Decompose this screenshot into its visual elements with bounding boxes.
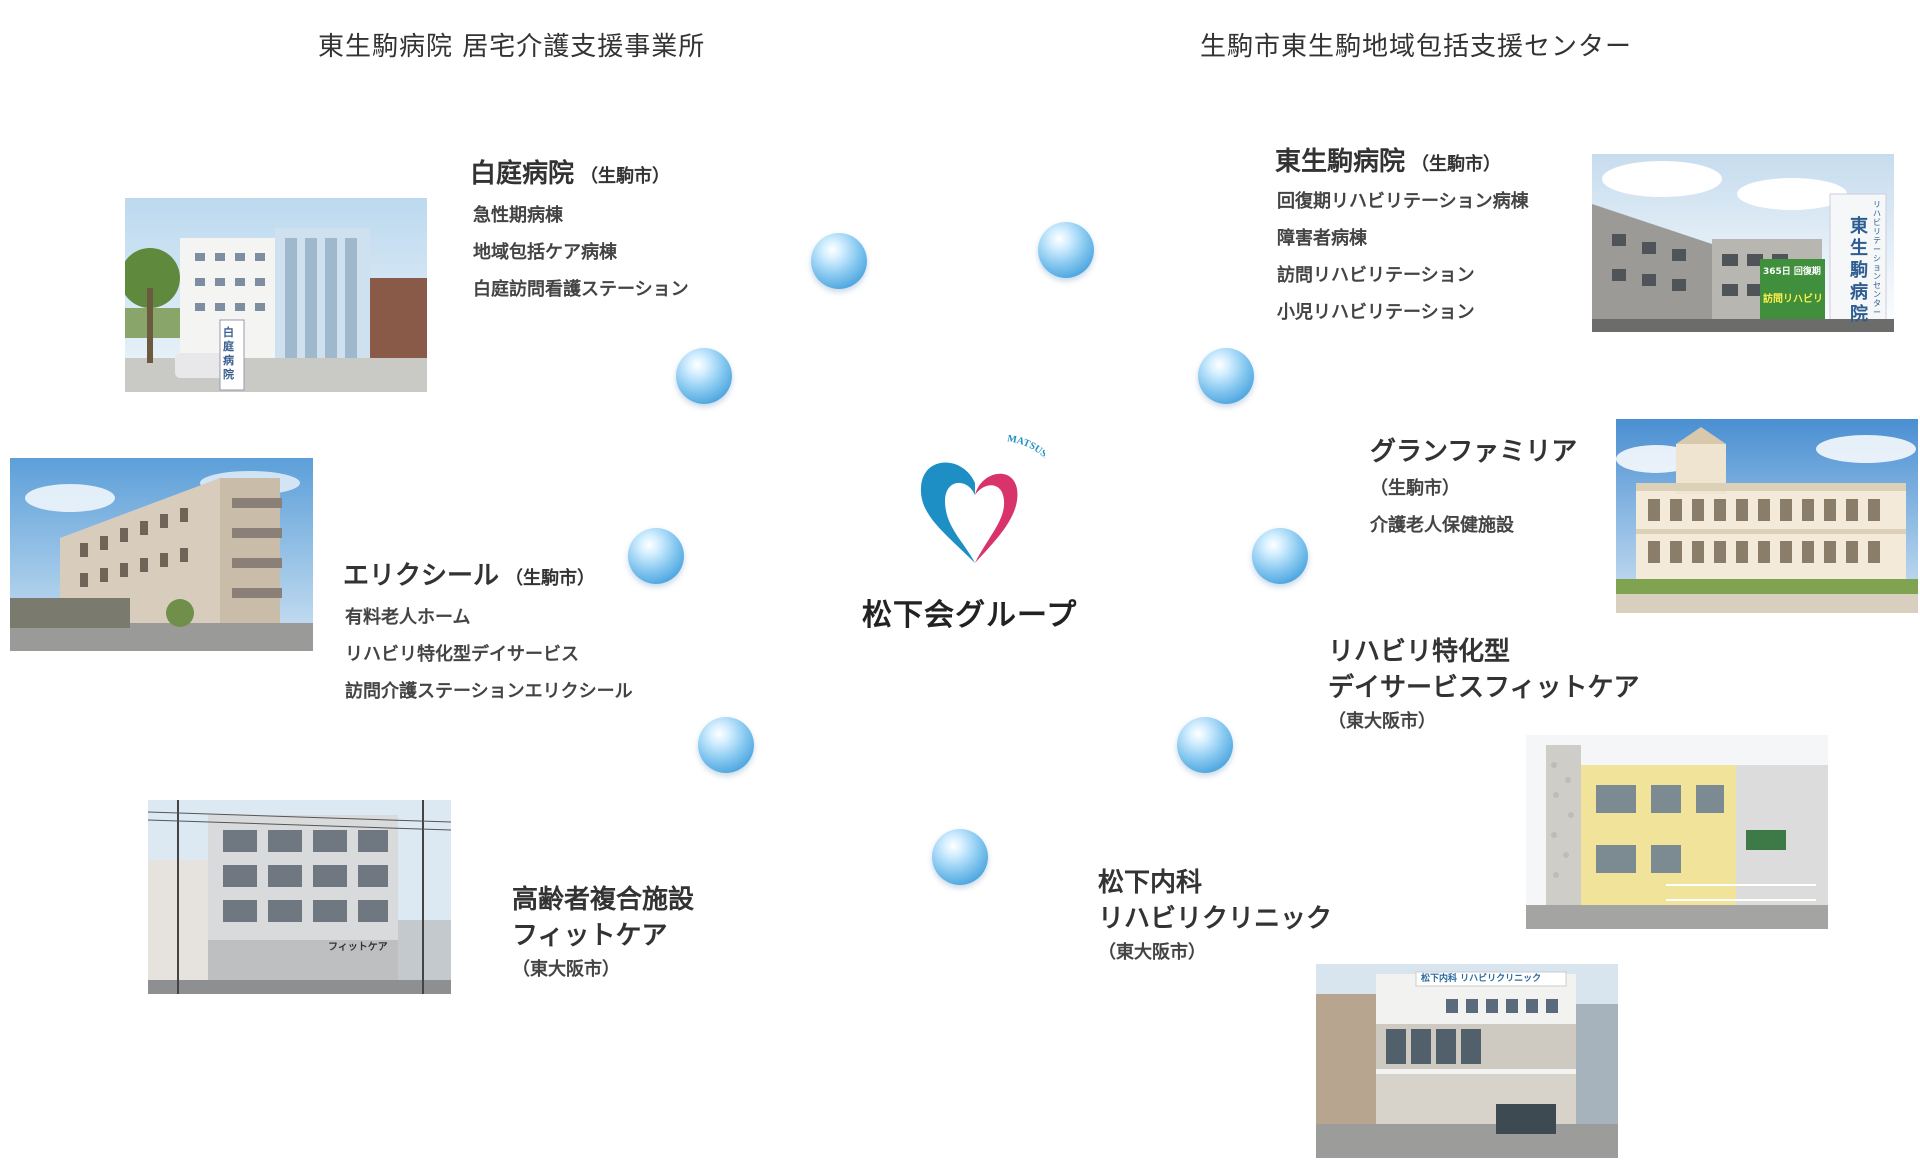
fitcare-sign: フィットケア <box>328 942 388 953</box>
ericseal-photo <box>10 458 313 651</box>
shiraniwa-title: 白庭病院（生駒市） <box>470 156 670 195</box>
bubble-decoration <box>1038 222 1094 278</box>
higashi-ikoma-area: （生駒市） <box>1411 154 1502 175</box>
gran-familia-name: グランファミリア <box>1370 437 1578 467</box>
clinic-sign: 松下内科 リハビリクリニック <box>1421 974 1542 984</box>
gran-familia-line: 介護老人保健施設 <box>1370 515 1514 536</box>
banner-rehab: 訪問リハビリ <box>1763 294 1823 305</box>
rehab-day-area: （東大阪市） <box>1328 711 1436 732</box>
ericseal-area: （生駒市） <box>505 568 596 589</box>
bubble-decoration <box>1177 717 1233 773</box>
bubble-decoration <box>811 233 867 289</box>
matsushitakai-logo: MATSUSHITAKAI <box>905 433 1072 575</box>
gran-familia-text: グランファミリア （生駒市） 介護老人保健施設 <box>1370 434 1577 544</box>
higashi-ikoma-small-sign: リハビリテーションセンター <box>1873 200 1881 317</box>
koureisha-area: （東大阪市） <box>512 959 620 980</box>
bubble-decoration <box>1198 348 1254 404</box>
header-left: 東生駒病院 居宅介護支援事業所 <box>318 32 706 62</box>
ericseal-service: 訪問介護ステーションエリクシール <box>345 681 633 702</box>
rehab-day-name: リハビリ特化型 <box>1328 637 1511 667</box>
ericseal-service: リハビリ特化型デイサービス <box>345 644 579 665</box>
koureisha-name: 高齢者複合施設 <box>512 885 695 915</box>
koureisha-name: フィットケア <box>512 921 668 951</box>
rehab-day-name: デイサービスフィットケア <box>1328 673 1640 703</box>
shiraniwa-service: 白庭訪問看護ステーション <box>473 279 689 300</box>
higashi-ikoma-service: 訪問リハビリテーション <box>1277 265 1475 286</box>
gran-familia-line: （生駒市） <box>1370 478 1460 499</box>
bubble-decoration <box>676 348 732 404</box>
shiraniwa-service: 急性期病棟 <box>473 205 563 226</box>
higashi-ikoma-service: 回復期リハビリテーション病棟 <box>1277 191 1529 212</box>
shiraniwa-name: 白庭病院 <box>470 159 575 189</box>
koureisha-text: 高齢者複合施設 フィットケア （東大阪市） <box>512 882 694 986</box>
ericseal-name: エリクシール <box>343 561 500 591</box>
bubble-decoration <box>932 829 988 885</box>
rehab-day-photo <box>1526 735 1828 929</box>
bubble-decoration <box>698 717 754 773</box>
higashi-ikoma-services: 回復期リハビリテーション病棟 障害者病棟 訪問リハビリテーション 小児リハビリテ… <box>1277 183 1529 331</box>
ericseal-services: 有料老人ホーム リハビリ特化型デイサービス 訪問介護ステーションエリクシール <box>345 599 633 710</box>
matsushita-clinic-area: （東大阪市） <box>1098 942 1206 963</box>
banner-green: 365日 回復期 <box>1763 267 1821 277</box>
bubble-decoration <box>628 528 684 584</box>
higashi-ikoma-service: 障害者病棟 <box>1277 228 1367 249</box>
shiraniwa-service: 地域包括ケア病棟 <box>473 242 617 263</box>
matsushita-clinic-name: リハビリクリニック <box>1098 904 1333 934</box>
higashi-ikoma-photo: 365日 回復期 訪問リハビリ 東生駒病院 リハビリテーションセンター <box>1592 154 1894 332</box>
ericseal-title: エリクシール（生駒市） <box>343 558 595 597</box>
shiraniwa-hospital-photo: 白庭病院 <box>125 198 427 392</box>
matsushita-clinic-text: 松下内科 リハビリクリニック （東大阪市） <box>1098 865 1332 969</box>
bubble-decoration <box>1252 528 1308 584</box>
gran-familia-photo <box>1616 419 1918 613</box>
header-right: 生駒市東生駒地域包括支援センター <box>1200 32 1633 62</box>
ericseal-service: 有料老人ホーム <box>345 607 471 628</box>
rehab-day-text: リハビリ特化型 デイサービスフィットケア （東大阪市） <box>1328 634 1639 738</box>
group-name: 松下会グループ <box>862 598 1078 633</box>
higashi-ikoma-title: 東生駒病院（生駒市） <box>1275 144 1501 183</box>
shiraniwa-services: 急性期病棟 地域包括ケア病棟 白庭訪問看護ステーション <box>473 197 689 308</box>
matsushita-clinic-photo: 松下内科 リハビリクリニック <box>1316 964 1618 1158</box>
higashi-ikoma-sign: 東生駒病院 <box>1850 216 1868 325</box>
matsushita-clinic-name: 松下内科 <box>1098 868 1203 898</box>
higashi-ikoma-name: 東生駒病院 <box>1275 147 1406 177</box>
shiraniwa-area: （生駒市） <box>580 166 671 187</box>
shiraniwa-sign: 白庭病院 <box>223 326 234 381</box>
koureisha-photo: フィットケア <box>148 800 451 994</box>
higashi-ikoma-service: 小児リハビリテーション <box>1277 302 1475 323</box>
